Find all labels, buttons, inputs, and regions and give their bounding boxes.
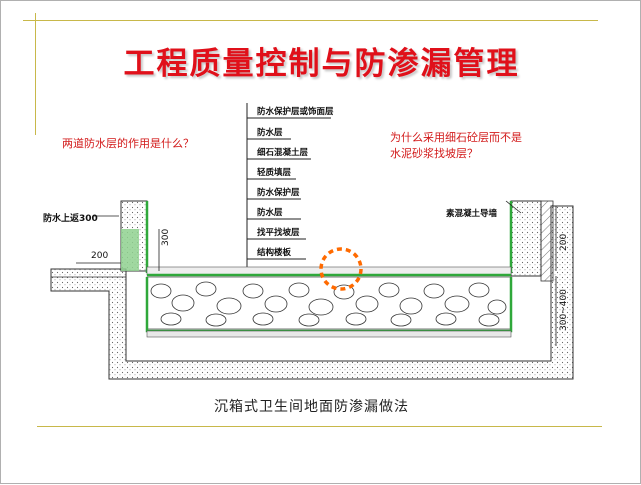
- dimension-lines: [76, 200, 557, 346]
- layer-label: 结构楼板: [257, 248, 292, 258]
- bottom-guide-line: [37, 426, 602, 427]
- left-guide-line: [35, 13, 36, 135]
- structural-slab: [50, 205, 574, 380]
- waterproof-upturn-label: 防水上返300: [43, 214, 98, 224]
- layer-label: 防水保护层或饰面层: [257, 107, 334, 117]
- dimension-300: 300: [161, 228, 171, 246]
- layer-label: 防水保护层: [257, 188, 300, 198]
- layer-label: 找平找坡层: [257, 228, 300, 238]
- right-wall: [509, 200, 554, 282]
- leveling-layer: [146, 330, 512, 338]
- highlight-circle: [319, 247, 363, 291]
- slide-title: 工程质量控制与防渗漏管理: [123, 46, 520, 82]
- question-right-line-2: 水泥砂浆找坡层？: [390, 147, 478, 160]
- concrete-curb-label: 素混凝土导墙: [446, 209, 498, 219]
- dimension-200-right: 200: [559, 233, 569, 251]
- layer-label: 防水层: [257, 208, 283, 218]
- question-right-line-1: 为什么采用细石砼层而不是: [390, 131, 522, 144]
- diagram-caption: 沉箱式卫生间地面防渗漏做法: [214, 399, 409, 415]
- layer-leader-lines: [246, 103, 331, 267]
- dimension-200-left: 200: [91, 251, 109, 261]
- top-guide-line: [23, 20, 598, 21]
- left-wall: [120, 200, 149, 273]
- layer-label: 轻质填层: [257, 168, 292, 178]
- question-left: 两道防水层的作用是什么？: [62, 137, 194, 150]
- lightweight-fill-layer: [146, 276, 512, 330]
- layer-label: 防水层: [257, 128, 283, 138]
- dimension-300-400: 300~400: [559, 289, 569, 331]
- layer-label: 细石混凝土层: [257, 148, 309, 158]
- question-right: 为什么采用细石砼层而不是 水泥砂浆找坡层？: [390, 130, 522, 162]
